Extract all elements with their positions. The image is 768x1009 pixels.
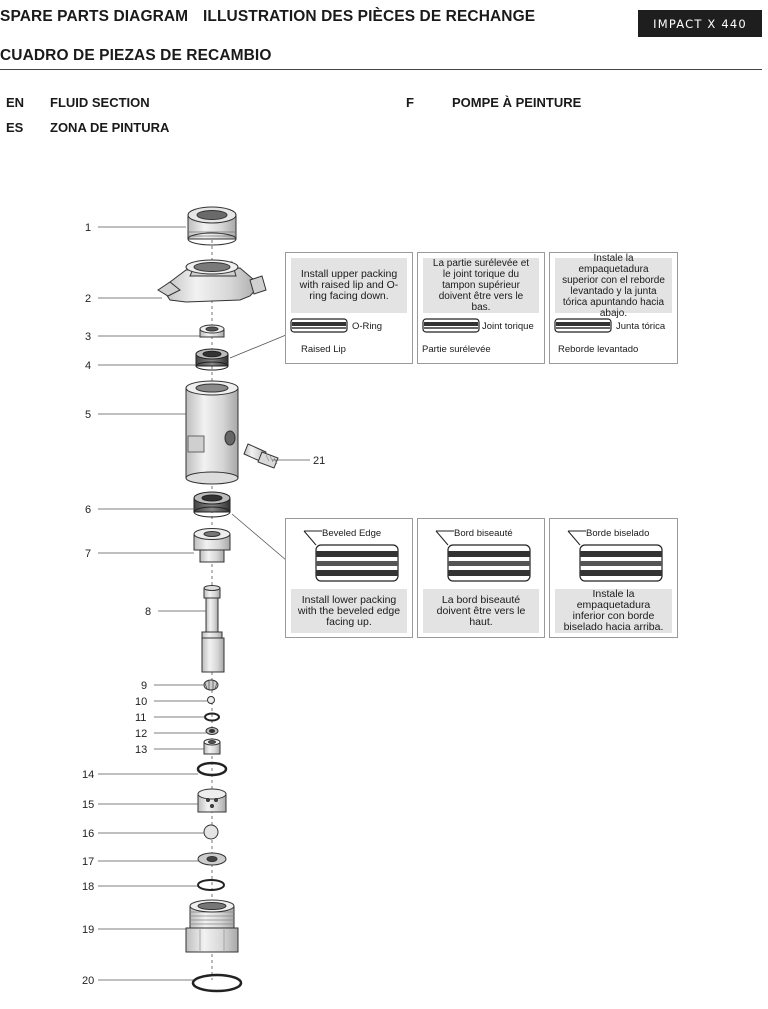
part-7-piston-guide [193,528,231,563]
part-number-21: 21 [313,455,325,467]
part-3-ring [199,324,225,338]
part-19-foot-valve-housing [185,899,239,953]
part-number-8: 8 [145,606,151,618]
beveled-packing-icon [303,530,399,582]
part-8-piston-rod [201,585,225,673]
section-title-en: FLUID SECTION [50,95,150,110]
part-12-seat [205,727,219,735]
part-4-upper-packing [195,348,229,371]
lang-code-en: EN [6,95,25,110]
part-number-5: 5 [85,409,91,421]
part-number-4: 4 [85,360,91,372]
part-number-3: 3 [85,331,91,343]
raised-lip-label-fr: Partie surélevée [422,344,491,355]
part-14-o-ring [196,761,228,777]
beveled-edge-label-fr: Bord biseauté [454,528,513,539]
upper-packing-instruction-fr: La partie surélevée et le joint torique … [423,258,539,313]
section-title-fr: POMPE À PEINTURE [452,95,582,110]
part-number-13: 13 [135,744,147,756]
part-number-16: 16 [82,828,94,840]
part-20-o-ring [191,973,243,993]
part-number-6: 6 [85,504,91,516]
packing-cross-section-icon [290,318,348,333]
part-number-20: 20 [82,975,94,987]
upper-packing-note-es: Instale la empaquetadura superior con el… [549,252,678,364]
part-number-7: 7 [85,548,91,560]
part-9-cage [203,679,219,691]
lang-code-es: ES [6,120,24,135]
upper-packing-instruction-es: Instale la empaquetadura superior con el… [555,253,672,319]
title-en: SPARE PARTS DIAGRAM [0,8,189,25]
part-15-valve-housing [197,788,227,813]
raised-lip-label-en: Raised Lip [301,344,346,355]
part-number-15: 15 [82,799,94,811]
part-13-retainer [203,738,221,755]
section-title-es: ZONA DE PINTURA [50,120,170,135]
part-10-ball [207,696,215,704]
upper-packing-note-en: Install upper packing with raised lip an… [285,252,413,364]
beveled-edge-label-es: Borde biselado [586,528,650,539]
part-6-lower-packing [193,491,231,518]
beveled-edge-label-en: Beveled Edge [322,528,382,539]
part-number-17: 17 [82,856,94,868]
lower-packing-instruction-es: Instale la empaquetadura inferior con bo… [555,589,672,633]
part-number-9: 9 [141,680,147,692]
beveled-packing-icon [435,530,531,582]
o-ring-label-fr: Joint torique [482,321,534,332]
part-2-cylinder-collar [157,259,267,303]
part-18-o-ring [197,879,225,891]
packing-cross-section-icon [554,318,612,333]
lang-code-fr: F [406,95,414,110]
part-number-11: 11 [135,712,146,724]
part-number-18: 18 [82,881,94,893]
o-ring-label-es: Junta tórica [616,321,666,332]
beveled-packing-icon [567,530,663,582]
part-number-1: 1 [85,222,91,234]
part-number-2: 2 [85,293,91,305]
part-5-pump-cylinder [185,380,239,485]
part-number-10: 10 [135,696,147,708]
part-number-labels: 1 2 3 4 5 6 7 8 9 10 11 12 13 14 15 16 1… [82,222,325,987]
title-fr: ILLUSTRATION DES PIÈCES DE RECHANGE [203,8,536,25]
raised-lip-label-es: Reborde levantado [558,344,639,355]
lower-packing-instruction-en: Install lower packing with the beveled e… [291,589,407,633]
part-number-12: 12 [135,728,147,740]
lower-packing-note-fr: Bord biseauté La bord biseauté doivent ê… [417,518,545,638]
packing-cross-section-icon [422,318,480,333]
upper-packing-instruction-en: Install upper packing with raised lip an… [291,258,407,313]
o-ring-label-en: O-Ring [352,321,383,332]
lower-packing-note-es: Borde biselado Instale la empaquetadura … [549,518,678,638]
upper-packing-note-fr: La partie surélevée et le joint torique … [417,252,545,364]
lower-packing-instruction-fr: La bord biseauté doivent être vers le ha… [423,589,539,633]
part-number-14: 14 [82,769,94,781]
part-number-19: 19 [82,924,94,936]
header-divider [0,69,762,70]
part-21-outlet-fitting [243,443,279,469]
part-17-intake-seat [197,852,227,866]
title-es: CUADRO DE PIEZAS DE RECAMBIO [0,47,272,64]
model-badge: IMPACT X 440 [638,10,762,37]
lower-packing-note-en: Beveled Edge Install lower packing with … [285,518,413,638]
part-1-packing-nut [187,206,237,246]
part-16-intake-ball [203,824,219,840]
